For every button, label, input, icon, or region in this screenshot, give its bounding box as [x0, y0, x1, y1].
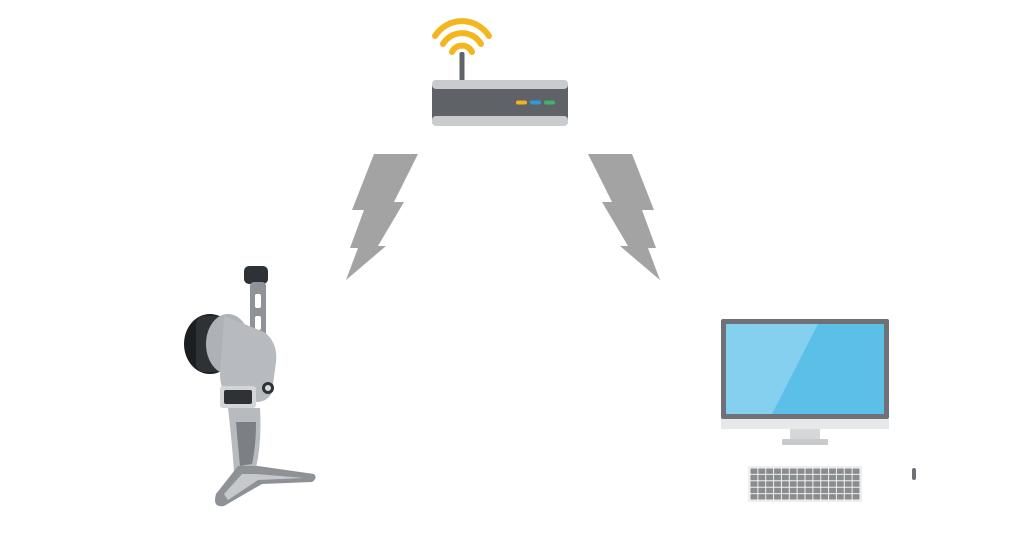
wireless-bolt-icon	[588, 154, 660, 280]
keyboard-key	[750, 468, 758, 474]
desktop-computer-icon	[721, 319, 916, 502]
handheld-laser-scanner-icon	[184, 266, 316, 507]
keyboard-key	[836, 487, 844, 494]
status-led	[530, 100, 541, 105]
keyboard-key	[829, 474, 836, 481]
keyboard-key	[797, 494, 805, 500]
mouse-icon	[912, 468, 916, 480]
keyboard-key	[750, 487, 758, 494]
wireless-bolt-icon	[346, 154, 418, 280]
keyboard-key	[852, 494, 860, 500]
keyboard-key	[797, 474, 805, 481]
keyboard-key	[766, 468, 774, 474]
keyboard-key	[805, 487, 813, 494]
keyboard-icon	[748, 466, 862, 502]
keyboard-key	[758, 487, 766, 494]
keyboard-key	[821, 494, 829, 500]
keyboard-key	[852, 474, 860, 481]
keyboard-key	[781, 468, 789, 474]
status-led	[516, 100, 527, 105]
keyboard-key	[797, 487, 805, 494]
keyboard-key	[836, 474, 844, 481]
computer-node	[718, 316, 924, 512]
keyboard-key	[844, 481, 852, 487]
wifi-signal-icon	[432, 18, 492, 55]
keyboard-key	[805, 468, 813, 474]
keyboard-key	[797, 481, 805, 487]
keyboard-key	[813, 487, 821, 494]
keyboard-key	[852, 481, 860, 487]
keyboard-key	[758, 481, 766, 487]
keyboard-key	[750, 494, 758, 500]
wifi-router-icon	[432, 18, 568, 126]
keyboard-key	[813, 481, 821, 487]
monitor-icon	[721, 319, 889, 445]
keyboard-key	[781, 487, 789, 494]
keyboard-key	[766, 494, 774, 500]
keyboard-key	[829, 494, 836, 500]
keyboard-key	[821, 474, 829, 481]
keyboard-key	[789, 474, 797, 481]
keyboard-key	[789, 481, 797, 487]
keyboard-key	[836, 468, 844, 474]
keyboard-key	[774, 474, 781, 481]
keyboard-key	[844, 487, 852, 494]
keyboard-key	[813, 494, 821, 500]
keyboard-key	[821, 468, 829, 474]
keyboard-key	[836, 494, 844, 500]
keyboard-key	[805, 494, 813, 500]
keyboard-key	[852, 468, 860, 474]
keyboard-key	[836, 481, 844, 487]
wireless-link-left	[338, 154, 422, 280]
keyboard-key	[774, 487, 781, 494]
keyboard-key	[829, 487, 836, 494]
keyboard-key	[852, 487, 860, 494]
keyboard-key	[750, 481, 758, 487]
keyboard-key	[758, 474, 766, 481]
keyboard-key	[766, 481, 774, 487]
keyboard-key	[844, 468, 852, 474]
keyboard-key	[829, 481, 836, 487]
keyboard-key	[789, 468, 797, 474]
keyboard-key	[789, 494, 797, 500]
keyboard-key	[766, 487, 774, 494]
keyboard-key	[758, 468, 766, 474]
keyboard-key	[821, 481, 829, 487]
keyboard-key	[766, 474, 774, 481]
keyboard-key	[789, 487, 797, 494]
wireless-link-right	[584, 154, 668, 280]
status-led	[544, 100, 555, 105]
keyboard-key	[781, 474, 789, 481]
keyboard-key	[844, 474, 852, 481]
keyboard-key	[750, 474, 758, 481]
keyboard-key	[813, 474, 821, 481]
keyboard-key	[774, 481, 781, 487]
keyboard-key	[844, 494, 852, 500]
keyboard-key	[781, 494, 789, 500]
router-node	[425, 8, 575, 130]
keyboard-key	[774, 468, 781, 474]
keyboard-key	[805, 481, 813, 487]
keyboard-key	[758, 494, 766, 500]
keyboard-key	[781, 481, 789, 487]
keyboard-key	[813, 468, 821, 474]
keyboard-key	[821, 487, 829, 494]
keyboard-key	[805, 474, 813, 481]
scanner-node	[176, 262, 321, 512]
keyboard-key	[797, 468, 805, 474]
keyboard-key	[774, 494, 781, 500]
keyboard-key	[829, 468, 836, 474]
